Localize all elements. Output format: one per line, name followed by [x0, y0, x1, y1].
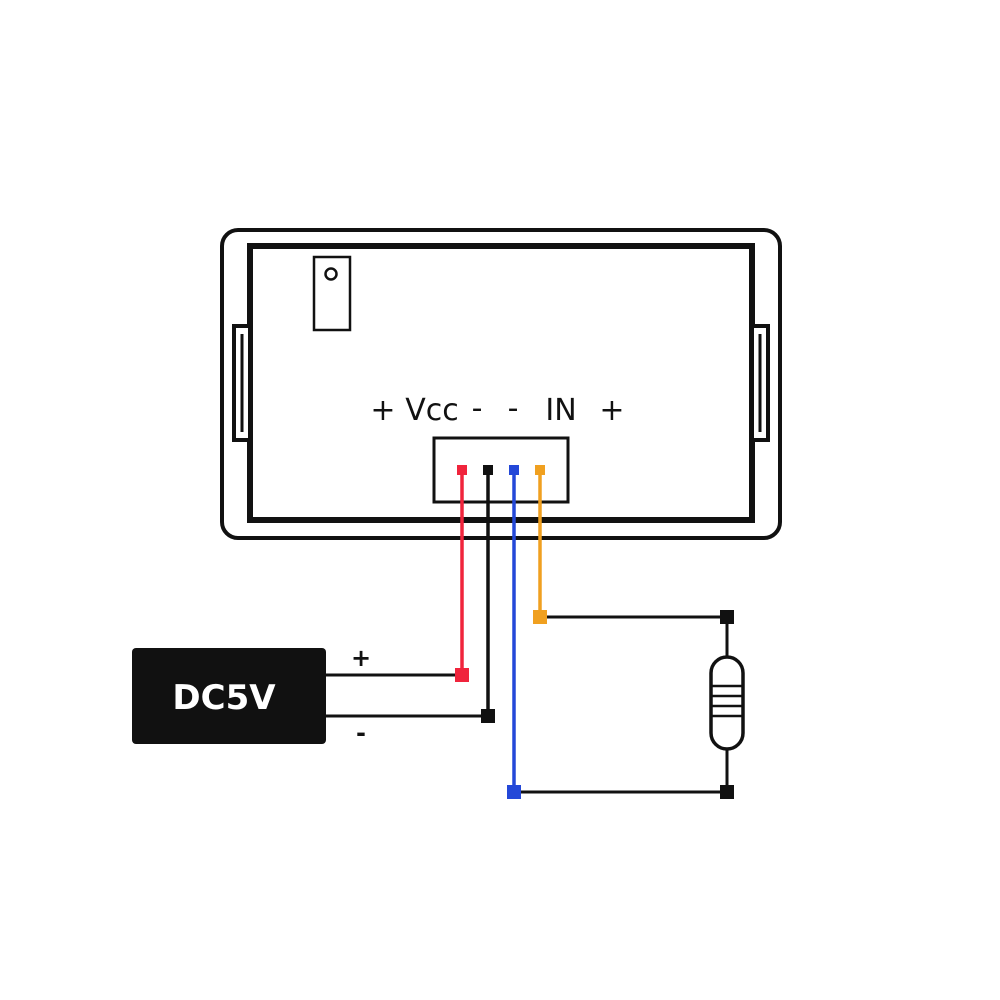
supply-minus-sign: - — [356, 719, 366, 747]
pin-labels: + Vcc - - IN + — [370, 391, 624, 428]
junction-blue — [507, 785, 521, 799]
panel-meter: + Vcc - - IN + — [220, 228, 782, 540]
junctions — [455, 610, 734, 799]
junction-red — [455, 668, 469, 682]
pin-label-in-plus: + — [599, 393, 624, 428]
junction-black — [481, 709, 495, 723]
power-supply: DC5V + - — [132, 644, 371, 747]
pin-in-minus — [509, 465, 519, 475]
resistor-icon — [709, 655, 745, 751]
pin-label-in: IN — [545, 393, 576, 428]
pin-label-in-minus: - — [508, 391, 519, 426]
junction-resistor-bottom — [720, 785, 734, 799]
mounting-tab-icon — [312, 255, 352, 332]
connector-pins — [457, 465, 545, 475]
terminal-connector — [432, 436, 570, 504]
supply-plus-sign: + — [351, 644, 371, 672]
pin-label-vcc: Vcc — [405, 393, 459, 428]
power-supply-label: DC5V — [172, 678, 276, 718]
pin-label-vcc-plus: + — [370, 393, 395, 428]
power-supply-box — [132, 648, 326, 744]
pin-vcc-plus — [457, 465, 467, 475]
pin-in-plus — [535, 465, 545, 475]
wires — [326, 470, 729, 794]
junction-orange — [533, 610, 547, 624]
pin-label-vcc-minus: - — [472, 391, 483, 426]
junction-resistor-top — [720, 610, 734, 624]
pin-vcc-minus — [483, 465, 493, 475]
